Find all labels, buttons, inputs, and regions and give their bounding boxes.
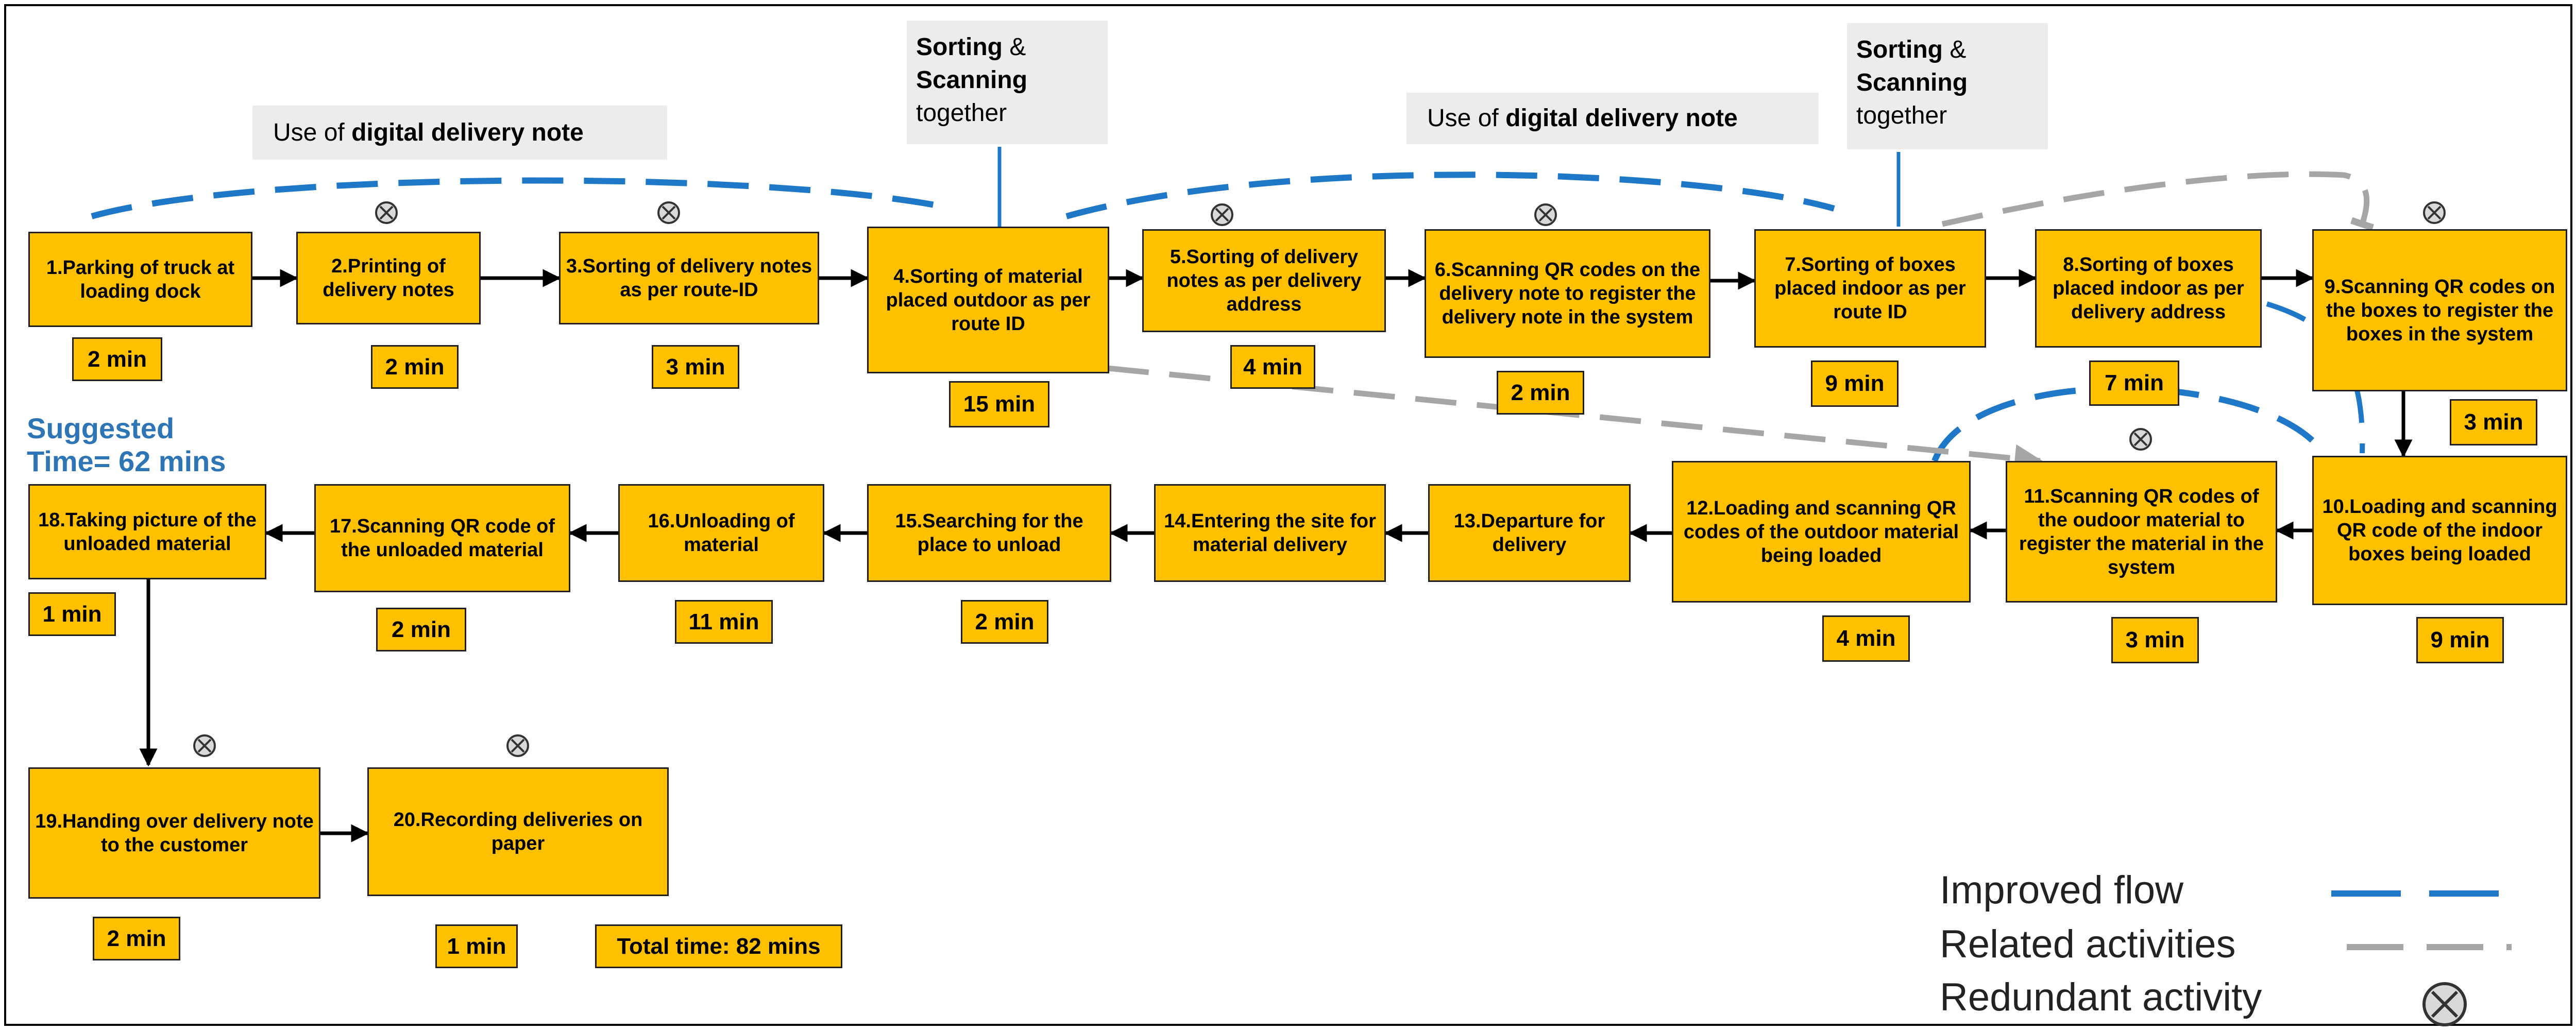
callout-bold: digital delivery note — [351, 118, 584, 146]
circled-x-icon — [1211, 203, 1233, 226]
time-step-2: 2 min — [371, 345, 459, 389]
legend-related-activities-label: Related activities — [1940, 922, 2236, 966]
circled-x-icon — [506, 734, 529, 757]
step-11: 11.Scanning QR codes of the oudoor mater… — [2006, 461, 2277, 603]
improved-flow-curve-2 — [1065, 171, 1835, 219]
step-4: 4.Sorting of material placed outdoor as … — [867, 227, 1109, 373]
callout-rest: together — [1856, 102, 1947, 129]
step-2: 2.Printing of delivery notes — [296, 232, 481, 324]
time-step-7: 9 min — [1811, 360, 1899, 407]
step-8: 8.Sorting of boxes placed indoor as per … — [2035, 229, 2262, 348]
circled-x-icon — [2423, 201, 2446, 224]
step-3: 3.Sorting of delivery notes as per route… — [559, 232, 819, 324]
time-step-12: 4 min — [1822, 615, 1910, 662]
step-6: 6.Scanning QR codes on the delivery note… — [1425, 229, 1710, 358]
time-step-4: 15 min — [949, 381, 1049, 427]
time-step-8: 7 min — [2089, 360, 2179, 406]
legend-improved-flow-label: Improved flow — [1940, 868, 2184, 912]
callout-bold: digital delivery note — [1505, 105, 1738, 132]
step-5: 5.Sorting of delivery notes as per deliv… — [1142, 229, 1386, 332]
circled-x-icon — [193, 734, 216, 757]
time-step-3: 3 min — [652, 345, 739, 389]
related-activity-line-2 — [1941, 171, 2374, 231]
circled-x-icon — [2129, 428, 2152, 451]
time-step-10: 9 min — [2416, 617, 2504, 663]
improved-flow-curve-1 — [91, 177, 954, 219]
time-step-19: 2 min — [93, 917, 180, 960]
step-10: 10.Loading and scanning QR code of the i… — [2312, 456, 2567, 605]
circled-x-icon — [657, 201, 680, 224]
step-18: 18.Taking picture of the unloaded materi… — [28, 484, 266, 579]
diagram-frame — [4, 4, 2572, 1026]
time-step-18: 1 min — [28, 592, 116, 636]
step-1: 1.Parking of truck at loading dock — [28, 232, 252, 327]
circled-x-icon — [1534, 203, 1557, 226]
time-step-20: 1 min — [435, 924, 518, 968]
callout-bold-2: Scanning — [1856, 69, 1968, 96]
step-13: 13.Departure for delivery — [1428, 484, 1631, 582]
sorting-scanning-callout-1: Sorting & Scanning together — [907, 21, 1108, 144]
time-step-11: 3 min — [2111, 617, 2199, 663]
callout-bold-1: Sorting — [916, 33, 1003, 61]
time-step-17: 2 min — [376, 608, 466, 651]
callout-prefix: Use of — [273, 118, 352, 146]
step-15: 15.Searching for the place to unload — [867, 484, 1111, 582]
total-time-box: Total time: 82 mins — [595, 924, 842, 968]
step-12: 12.Loading and scanning QR codes of the … — [1672, 461, 1971, 603]
callout-amp: & — [1942, 36, 1967, 63]
time-step-9: 3 min — [2450, 399, 2537, 445]
callout-amp: & — [1002, 33, 1026, 61]
sorting-scanning-callout-2: Sorting & Scanning together — [1847, 23, 2048, 149]
callout-bold-1: Sorting — [1856, 36, 1943, 63]
callout-bold-2: Scanning — [916, 66, 1028, 94]
suggested-time-label: Suggested Time= 62 mins — [27, 412, 226, 478]
time-step-6: 2 min — [1497, 371, 1584, 415]
circled-x-icon — [2422, 982, 2467, 1026]
digital-delivery-note-callout-2: Use of digital delivery note — [1406, 93, 1819, 144]
suggested-time-line-2: Time= 62 mins — [27, 445, 226, 477]
suggested-time-line-1: Suggested — [27, 412, 175, 444]
circled-x-icon — [375, 201, 398, 224]
step-14: 14.Entering the site for material delive… — [1154, 484, 1386, 582]
legend-redundant-activity-label: Redundant activity — [1940, 975, 2262, 1019]
step-7: 7.Sorting of boxes placed indoor as per … — [1754, 229, 1986, 348]
time-step-1: 2 min — [72, 337, 162, 381]
step-19: 19.Handing over delivery note to the cus… — [28, 767, 320, 899]
step-17: 17.Scanning QR code of the unloaded mate… — [314, 484, 570, 592]
legend-related-activities-swatch — [2347, 944, 2512, 950]
step-9: 9.Scanning QR codes on the boxes to regi… — [2312, 229, 2567, 391]
time-step-5: 4 min — [1230, 345, 1315, 389]
legend-improved-flow-swatch — [2331, 890, 2499, 897]
callout-prefix: Use of — [1427, 105, 1506, 132]
time-step-16: 11 min — [675, 600, 773, 644]
time-step-15: 2 min — [961, 600, 1048, 644]
step-16: 16.Unloading of material — [618, 484, 824, 582]
step-20: 20.Recording deliveries on paper — [367, 767, 669, 896]
callout-rest: together — [916, 99, 1007, 127]
digital-delivery-note-callout-1: Use of digital delivery note — [252, 106, 667, 160]
